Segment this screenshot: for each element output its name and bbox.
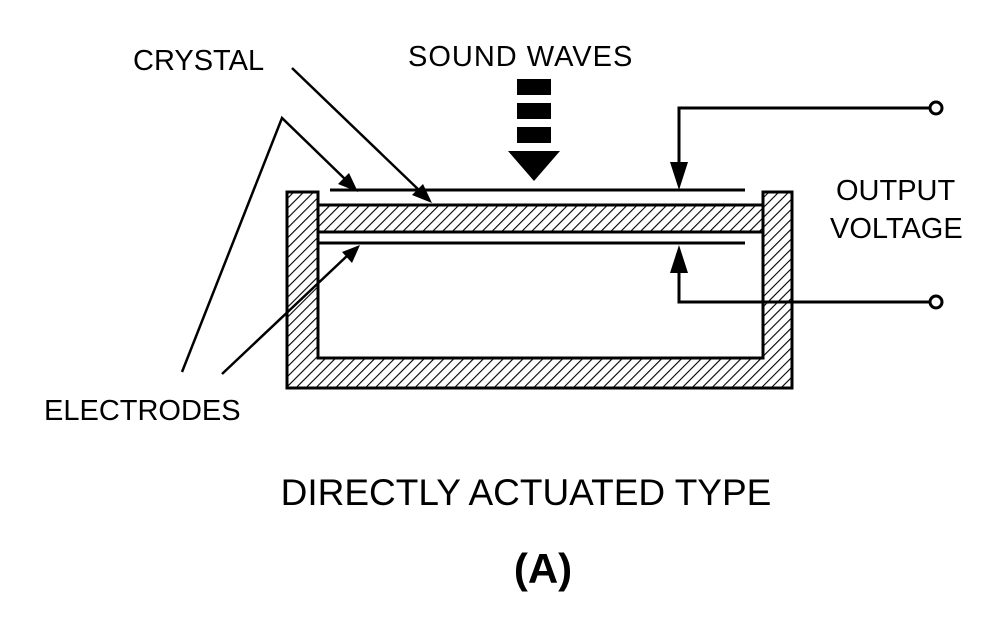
output-lead-top: [670, 100, 944, 190]
terminal-top: [928, 100, 944, 116]
caption: DIRECTLY ACTUATED TYPE: [281, 472, 772, 513]
sound-waves-label: SOUND WAVES: [408, 41, 633, 73]
electrodes-leader: [180, 115, 360, 375]
sound-waves-arrow: [508, 79, 560, 181]
terminal-bottom: [928, 294, 944, 310]
housing: [285, 190, 794, 390]
crystal-leader: [291, 67, 432, 203]
output-voltage-label-line2: VOLTAGE: [830, 213, 963, 245]
crystal-element: [316, 203, 765, 234]
sub-caption: (A): [514, 545, 572, 592]
output-voltage-label-line1: OUTPUT: [836, 175, 956, 207]
electrodes-label: ELECTRODES: [44, 395, 241, 427]
output-lead-bottom: [670, 245, 944, 310]
crystal-label: CRYSTAL: [133, 45, 264, 77]
